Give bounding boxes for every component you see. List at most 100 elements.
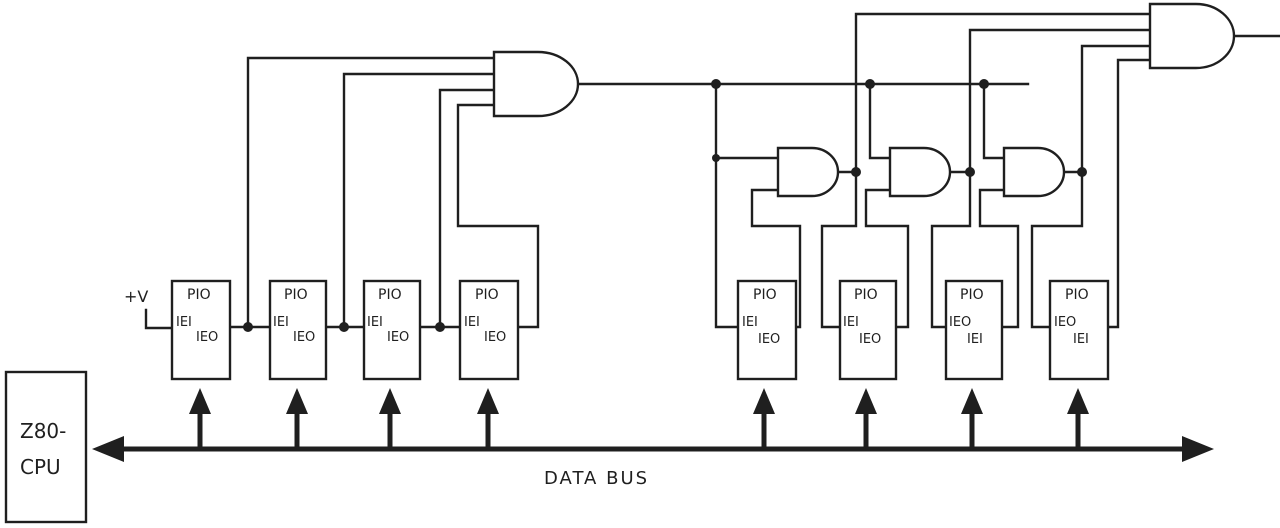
pio-pin-a: IEI xyxy=(742,315,758,330)
gc-out-down xyxy=(1030,170,1084,329)
pio-pin-b: IEO xyxy=(196,330,218,345)
pio-pin-a: IEI xyxy=(464,315,480,330)
pio-box xyxy=(458,279,520,381)
and-gates xyxy=(492,2,1236,198)
pio-block: PIO IEO IEI xyxy=(944,279,1004,381)
pio-block: PIO IEO IEI xyxy=(1048,279,1110,381)
and-gate-final xyxy=(1148,2,1236,70)
pio-bus-arrow xyxy=(379,388,401,447)
pio-block: PIO IEI IEO xyxy=(458,279,520,381)
junction-dot xyxy=(435,322,445,332)
data-bus: DATA BUS xyxy=(92,436,1214,489)
pio-box xyxy=(944,279,1004,381)
supply-label: +V xyxy=(124,287,148,306)
junction-dot xyxy=(243,322,253,332)
junction-dot xyxy=(979,79,989,89)
pio-bus-arrow xyxy=(189,388,211,447)
pio-bus-arrows xyxy=(189,388,1089,447)
cpu-box xyxy=(4,370,88,524)
up-arrow-icon xyxy=(477,388,499,414)
up-arrow-icon xyxy=(855,388,877,414)
junction-dot xyxy=(711,79,721,89)
and-gate-c xyxy=(1002,146,1066,198)
up-arrow-icon xyxy=(753,388,775,414)
ga-in2 xyxy=(750,188,802,329)
pio-pin-b: IEO xyxy=(758,332,780,347)
junction-dot xyxy=(712,154,720,162)
up-arrow-icon xyxy=(1067,388,1089,414)
data-bus-label: DATA BUS xyxy=(544,468,649,489)
pio-pin-a: IEI xyxy=(367,315,383,330)
ga-out-down xyxy=(820,170,858,329)
cpu-label-line2: CPU xyxy=(20,455,61,479)
ga-out-up xyxy=(854,12,1152,174)
pio-box xyxy=(838,279,898,381)
junction-dot xyxy=(339,322,349,332)
junction-dot xyxy=(1077,167,1087,177)
gb-out-up xyxy=(968,28,1152,174)
gate1-input-3 xyxy=(438,88,496,329)
gc-out-up xyxy=(1080,44,1152,174)
pio-title: PIO xyxy=(187,287,211,303)
pio-block: PIO IEI IEO xyxy=(170,279,232,381)
supply-wire xyxy=(144,308,174,330)
gate1-input-2 xyxy=(342,72,496,329)
cpu-label-line1: Z80- xyxy=(20,419,66,443)
pio-pin-a: IEI xyxy=(176,315,192,330)
cpu-block: Z80- CPU xyxy=(4,370,88,524)
pio-pin-a: IEI xyxy=(273,315,289,330)
pio-block: PIO IEI IEO xyxy=(362,279,422,381)
rc-wire-a xyxy=(714,82,740,329)
and-gate-a xyxy=(776,146,840,198)
up-arrow-icon xyxy=(961,388,983,414)
pio-title: PIO xyxy=(1065,287,1089,303)
junction-dot xyxy=(851,167,861,177)
pio-box xyxy=(362,279,422,381)
pio-pin-b: IEO xyxy=(387,330,409,345)
up-arrow-icon xyxy=(379,388,401,414)
gb-out-down xyxy=(930,170,972,329)
pio-title: PIO xyxy=(475,287,499,303)
gb-in2 xyxy=(864,188,910,329)
pio-bus-arrow xyxy=(855,388,877,447)
pio-pin-a: IEO xyxy=(1054,315,1076,330)
bus-arrow-left-icon xyxy=(92,436,124,462)
pio-pin-b: IEO xyxy=(484,330,506,345)
pio-bus-arrow xyxy=(753,388,775,447)
pio-pin-b: IEI xyxy=(1073,332,1089,347)
pio-bus-arrow xyxy=(477,388,499,447)
gate1-input-4 xyxy=(456,103,540,329)
pio-bus-arrow xyxy=(1067,388,1089,447)
junctions xyxy=(243,79,1087,332)
pio-pin-b: IEO xyxy=(859,332,881,347)
pio-block: PIO IEI IEO xyxy=(268,279,328,381)
pio-title: PIO xyxy=(378,287,402,303)
gc-in2 xyxy=(978,188,1020,329)
pio-block: PIO IEI IEO xyxy=(736,279,798,381)
pio-title: PIO xyxy=(854,287,878,303)
pio-pin-a: IEI xyxy=(843,315,859,330)
last-pio-wire xyxy=(1106,58,1152,329)
pio-box xyxy=(268,279,328,381)
bus-arrow-right-icon xyxy=(1182,436,1214,462)
gate1-input-1 xyxy=(246,56,496,329)
pio-title: PIO xyxy=(960,287,984,303)
pio-pin-b: IEO xyxy=(293,330,315,345)
pio-box xyxy=(1048,279,1110,381)
pio-bus-arrow xyxy=(286,388,308,447)
and-gate-b xyxy=(888,146,952,198)
pio-title: PIO xyxy=(284,287,308,303)
pio-title: PIO xyxy=(753,287,777,303)
pio-bus-arrow xyxy=(961,388,983,447)
rc-wire-c xyxy=(868,82,892,160)
pio-pin-a: IEO xyxy=(949,315,971,330)
pio-pin-b: IEI xyxy=(967,332,983,347)
junction-dot xyxy=(865,79,875,89)
and-gate-left xyxy=(492,50,580,118)
pio-box xyxy=(736,279,798,381)
pio-block: PIO IEI IEO xyxy=(838,279,898,381)
up-arrow-icon xyxy=(286,388,308,414)
up-arrow-icon xyxy=(189,388,211,414)
pio-box xyxy=(170,279,232,381)
